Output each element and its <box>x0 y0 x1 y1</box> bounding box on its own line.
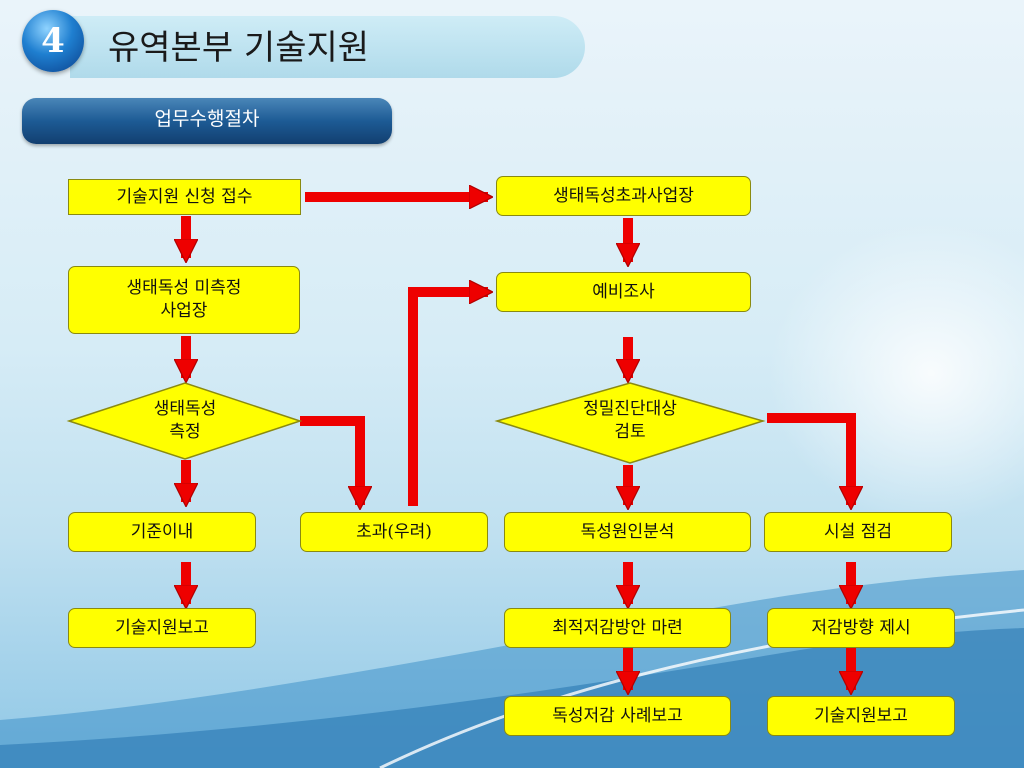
node-preliminary: 예비조사 <box>496 272 751 312</box>
node-reduction-direction: 저감방향 제시 <box>767 608 955 648</box>
subtitle-bar: 업무수행절차 <box>22 98 392 144</box>
arrow-measure-to-exceeded <box>300 416 360 505</box>
node-optimal-plan: 최적저감방안 마련 <box>504 608 731 648</box>
arrow-review-to-facility <box>767 413 851 505</box>
node-unmeasured-site: 생태독성 미측정 사업장 <box>68 266 300 334</box>
node-exceeded: 초과(우려) <box>300 512 488 552</box>
node-facility-check: 시설 점검 <box>764 512 952 552</box>
node-excess-site: 생태독성초과사업장 <box>496 176 751 216</box>
decision-diamond-review <box>494 382 766 464</box>
section-number-badge: 4 <box>22 10 84 72</box>
page-title: 유역본부 기술지원 <box>108 28 370 68</box>
subtitle-text: 업무수행절차 <box>154 107 260 130</box>
section-number: 4 <box>41 21 65 61</box>
node-measure: 생태독성 측정 <box>153 399 217 442</box>
title-bar <box>70 16 585 78</box>
node-report-left: 기술지원보고 <box>68 608 256 648</box>
arrow-exceeded-to-preliminary <box>408 292 488 506</box>
node-source-analysis: 독성원인분석 <box>504 512 751 552</box>
node-within-limit: 기준이내 <box>68 512 256 552</box>
node-case-report: 독성저감 사례보고 <box>504 696 731 736</box>
node-detailed-review: 정밀진단대상 검토 <box>583 399 677 442</box>
node-report-right: 기술지원보고 <box>767 696 955 736</box>
node-apply: 기술지원 신청 접수 <box>68 179 301 215</box>
decision-diamond-measure <box>66 382 303 460</box>
